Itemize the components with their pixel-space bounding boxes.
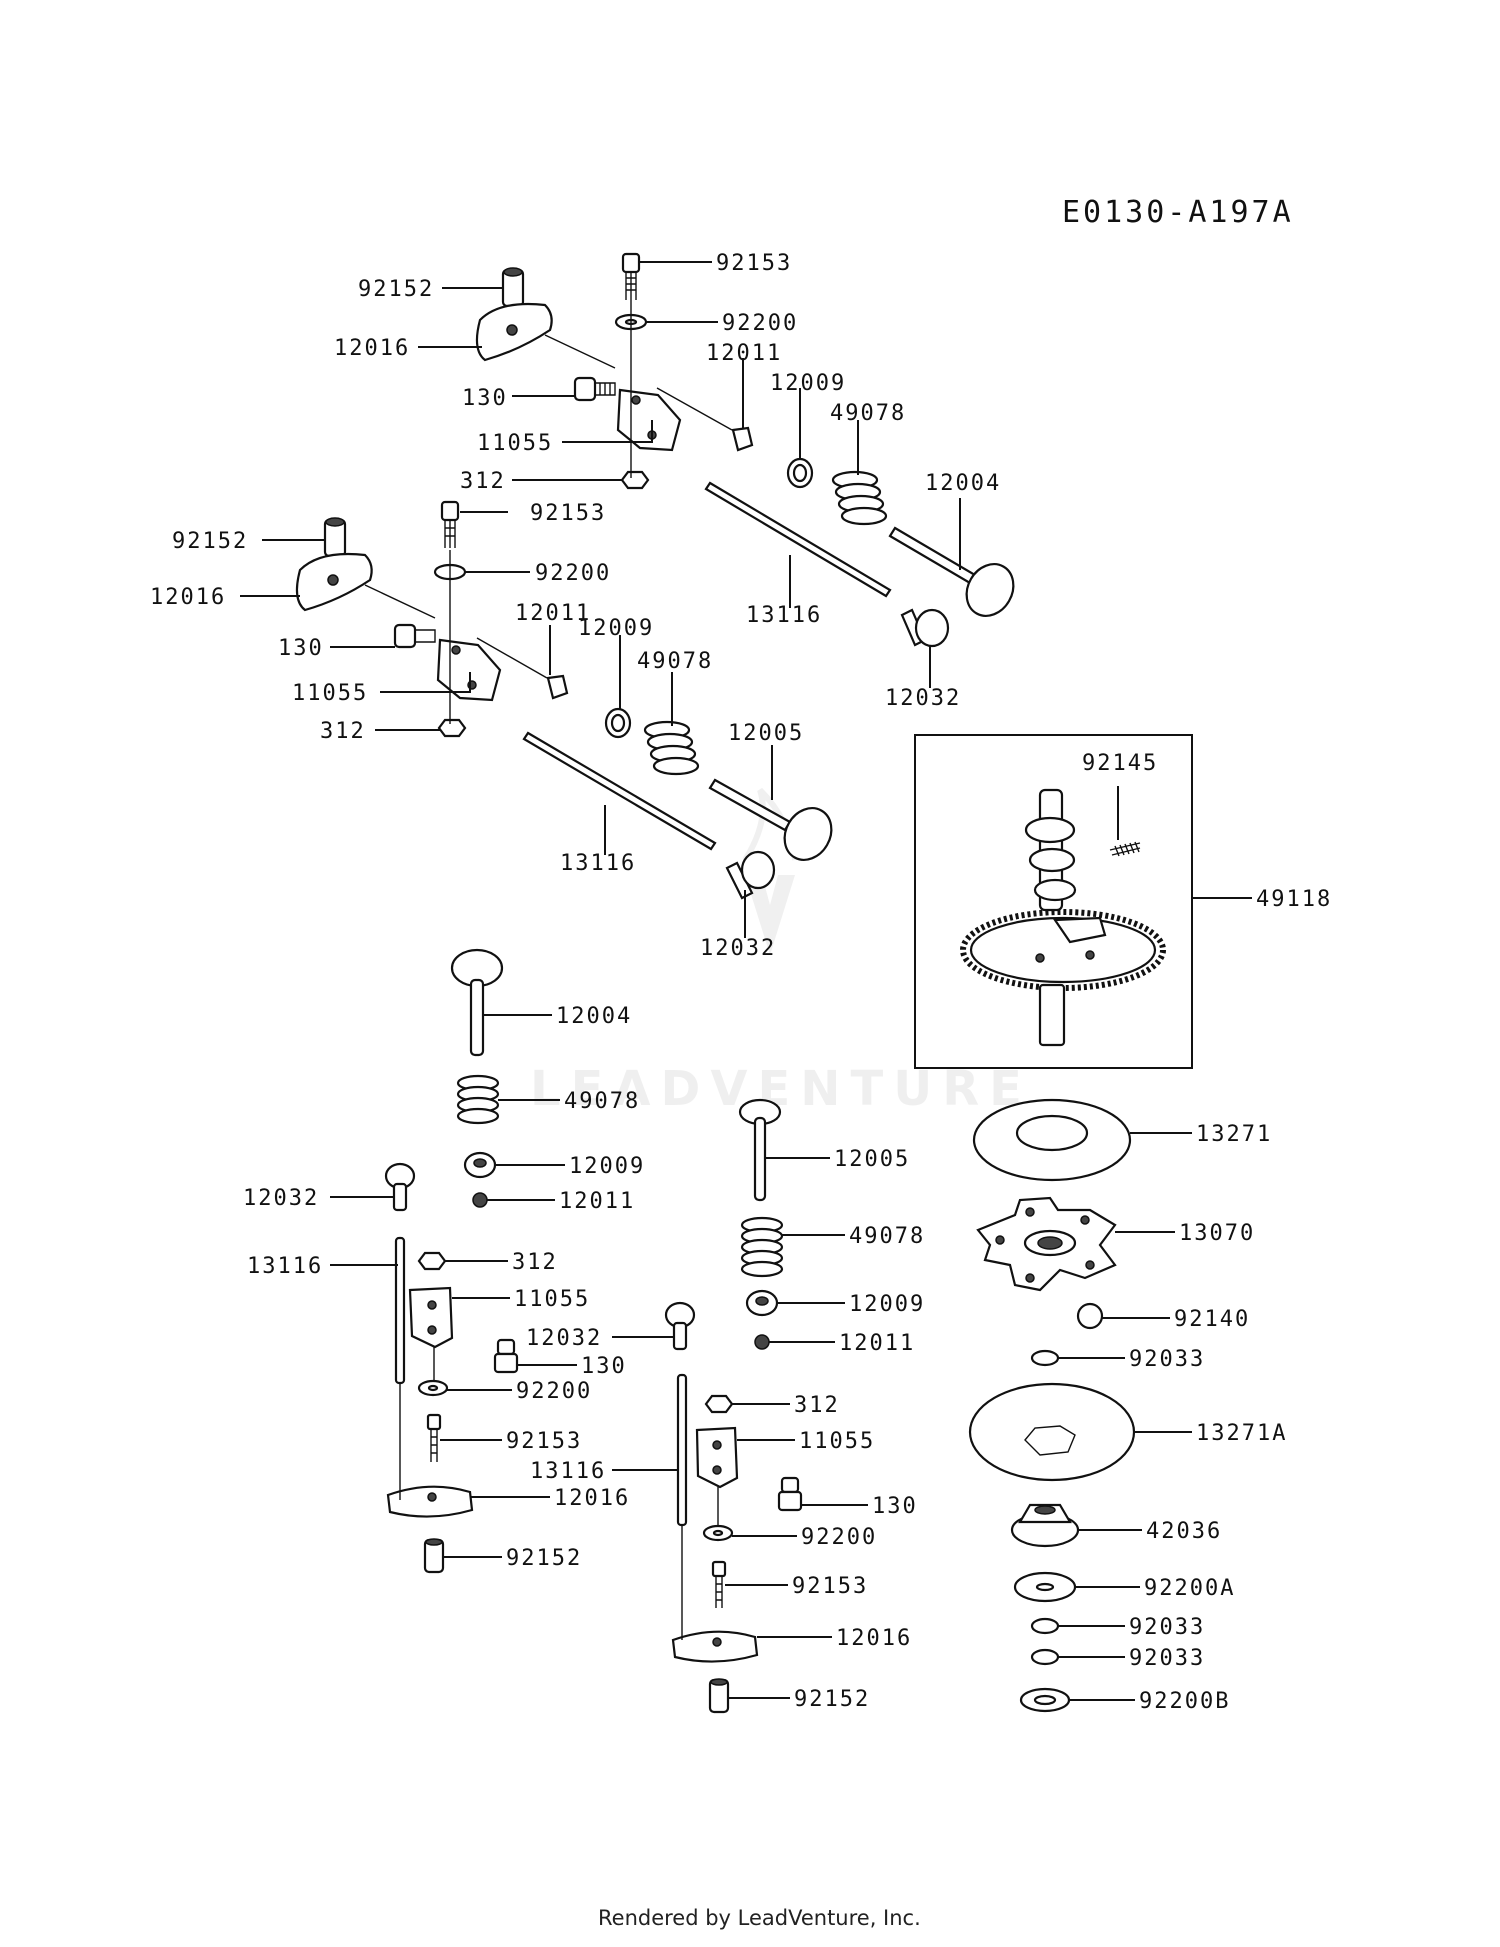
callout-label: 92145 [1082,751,1158,776]
callout-label: 12011 [515,601,591,626]
callout-label: 13116 [247,1254,323,1279]
callout-label: 13116 [746,603,822,628]
callout-label: 11055 [292,681,368,706]
callout-label: 12004 [556,1004,632,1029]
callout-label: 11055 [477,431,553,456]
callout-label: 13070 [1179,1221,1255,1246]
callout-label: 92153 [792,1574,868,1599]
callout-label: 92152 [358,277,434,302]
callout-label: 312 [794,1393,840,1418]
callout-label: 12032 [243,1186,319,1211]
diagram-code: E0130-A197A [1062,195,1294,230]
callout-label: 12005 [834,1147,910,1172]
callout-label: 130 [581,1354,627,1379]
camshaft-inset [914,734,1193,1069]
callout-label: 12011 [839,1331,915,1356]
callout-label: 49078 [637,649,713,674]
leader-lines [240,261,1252,1701]
valve-stack-left [384,948,696,1574]
callout-label: 92033 [1129,1347,1205,1372]
callout-label: 92153 [716,251,792,276]
callout-label: 12016 [836,1626,912,1651]
callout-label: 42036 [1146,1519,1222,1544]
callout-label: 12009 [578,616,654,641]
callout-label: 13116 [560,851,636,876]
callout-label: 11055 [514,1287,590,1312]
callout-label: 12004 [925,471,1001,496]
callout-label: 12009 [770,371,846,396]
valve-stack-middle [671,1098,803,1714]
callout-label: 49078 [830,401,906,426]
callout-label: 92200 [535,561,611,586]
callout-labels: 92153 92200 12011 12009 49078 12004 9215… [150,251,1332,1714]
callout-label: 12032 [700,936,776,961]
callout-label: 312 [320,719,366,744]
callout-label: 92200 [722,311,798,336]
callout-label: 92200 [801,1525,877,1550]
callout-label: 12032 [526,1326,602,1351]
callout-label: 130 [278,636,324,661]
callout-label: 92140 [1174,1307,1250,1332]
callout-label: 13271 [1196,1122,1272,1147]
callout-label: 92033 [1129,1646,1205,1671]
callout-label: 13116 [530,1459,606,1484]
callout-label: 12009 [849,1292,925,1317]
callout-label: 11055 [799,1429,875,1454]
callout-label: 312 [512,1250,558,1275]
callout-label: 49078 [849,1224,925,1249]
callout-label: 92200 [516,1379,592,1404]
rocker-assembly-upper [475,252,1015,648]
governor-stack [968,1098,1136,1713]
footer-credit: Rendered by LeadVenture, Inc. [598,1906,921,1930]
callout-label: 49078 [564,1089,640,1114]
callout-label: 13271A [1196,1421,1287,1446]
callout-label: 92200B [1139,1689,1230,1714]
callout-label: 312 [460,469,506,494]
callout-label: 12011 [706,341,782,366]
callout-label: 130 [462,386,508,411]
callout-label: 12016 [334,336,410,361]
callout-label: 12011 [559,1189,635,1214]
callout-label: 12016 [554,1486,630,1511]
callout-label: 130 [872,1494,918,1519]
callout-label: 49118 [1256,887,1332,912]
callout-label: 92153 [530,501,606,526]
callout-label: 92152 [172,529,248,554]
callout-label: 12032 [885,686,961,711]
callout-label: 92153 [506,1429,582,1454]
rocker-assembly-middle [295,500,833,900]
callout-label: 92152 [506,1546,582,1571]
callout-label: 12016 [150,585,226,610]
callout-label: 92200A [1144,1576,1235,1601]
callout-label: 92033 [1129,1615,1205,1640]
callout-label: 92152 [794,1687,870,1712]
callout-label: 12009 [569,1154,645,1179]
callout-label: 12005 [728,721,804,746]
